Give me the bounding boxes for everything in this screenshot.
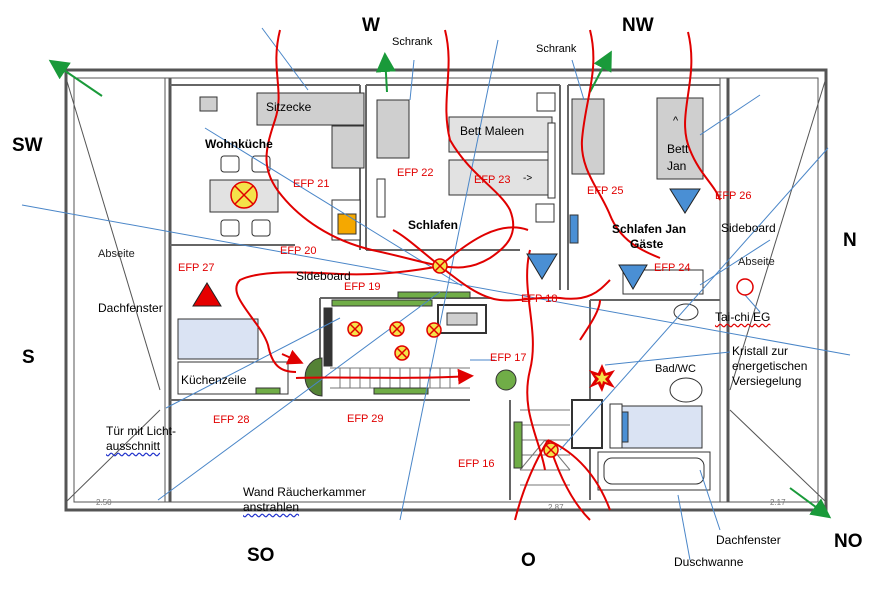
plan-markings: 2.50 2.87 2.17 <box>96 498 786 512</box>
label-dachfenster-left: Dachfenster <box>98 301 163 315</box>
label-schrank-left: Schrank <box>392 36 433 48</box>
label-sitzecke: Sitzecke <box>266 100 312 114</box>
efp-16-label: EFP 16 <box>458 458 495 470</box>
label-bett-jan-1: Bett <box>667 142 689 156</box>
efp-20-label: EFP 20 <box>280 245 317 257</box>
label-duschwanne: Duschwanne <box>674 555 744 569</box>
label-schrank-right: Schrank <box>536 43 577 55</box>
label-bett-jan-arrow: ^ <box>673 115 679 127</box>
direction-n: N <box>843 230 857 251</box>
label-kristall-3: Versiegelung <box>732 374 802 388</box>
blue-triangle-efp24 <box>618 264 648 290</box>
efp-17-label: EFP 17 <box>490 352 527 364</box>
label-tur-2: ausschnitt <box>106 439 161 453</box>
efp-18-label: EFP 18 <box>521 293 558 305</box>
green-markers <box>255 291 523 469</box>
direction-w: W <box>362 15 380 36</box>
svg-text:2.87: 2.87 <box>548 503 564 512</box>
red-triangle-efp27 <box>192 282 222 307</box>
blue-triangle-efp18 <box>526 253 558 280</box>
efp-23-label: EFP 23 <box>474 174 511 186</box>
label-dachfenster-right: Dachfenster <box>716 533 781 547</box>
triangles <box>192 188 701 307</box>
label-kristall-2: energetischen <box>732 359 808 373</box>
direction-no: NO <box>834 531 863 552</box>
room-wohnkueche: Wohnküche <box>205 137 273 151</box>
direction-sw: SW <box>12 135 43 156</box>
label-sideboard-right: Sideboard <box>721 221 776 235</box>
label-wand-2: anstrahlen <box>243 500 300 514</box>
room-bad: Bad/WC <box>655 363 696 375</box>
efp-28-label: EFP 28 <box>213 414 250 426</box>
label-kuechenzeile: Küchenzeile <box>181 373 247 387</box>
efp-22-label: EFP 22 <box>397 167 434 179</box>
efp-24-label: EFP 24 <box>654 262 691 274</box>
room-abseite-right: Abseite <box>738 256 775 268</box>
direction-arrows <box>48 50 832 519</box>
outer-walls <box>64 68 828 512</box>
svg-text:2.17: 2.17 <box>770 498 786 507</box>
label-bett-maleen-arrow: -> <box>523 173 533 184</box>
label-bett-maleen: Bett Maleen <box>460 124 525 138</box>
efp-x-markers <box>230 181 559 458</box>
efp-27-label: EFP 27 <box>178 262 215 274</box>
room-abseite-left: Abseite <box>98 248 135 260</box>
direction-so: SO <box>247 545 275 566</box>
crystal-burst <box>589 364 615 392</box>
label-sideboard-left: Sideboard <box>296 269 351 283</box>
direction-nw: NW <box>622 15 654 36</box>
label-tur-1: Tür mit Licht- <box>106 424 177 438</box>
label-bett-jan-2: Jan <box>667 159 687 173</box>
room-schlafen: Schlafen <box>408 218 459 232</box>
efp-29-label: EFP 29 <box>347 413 384 425</box>
taichi-circle <box>736 278 754 296</box>
efp-21-label: EFP 21 <box>293 178 330 190</box>
efp-19-label: EFP 19 <box>344 281 381 293</box>
efp-25-label: EFP 25 <box>587 185 624 197</box>
room-gaeste: Gäste <box>630 237 664 251</box>
efp-26-label: EFP 26 <box>715 190 752 202</box>
direction-o: O <box>521 550 536 571</box>
blue-triangle-efp26 <box>669 188 701 214</box>
label-kristall-1: Kristall zur <box>732 344 789 358</box>
label-taichi: Tai-chi EG <box>715 310 771 324</box>
direction-s: S <box>22 347 35 368</box>
svg-text:2.50: 2.50 <box>96 498 112 507</box>
label-wand-1: Wand Räucherkammer <box>243 485 366 499</box>
room-schlafen-jan: Schlafen Jan <box>612 222 687 236</box>
